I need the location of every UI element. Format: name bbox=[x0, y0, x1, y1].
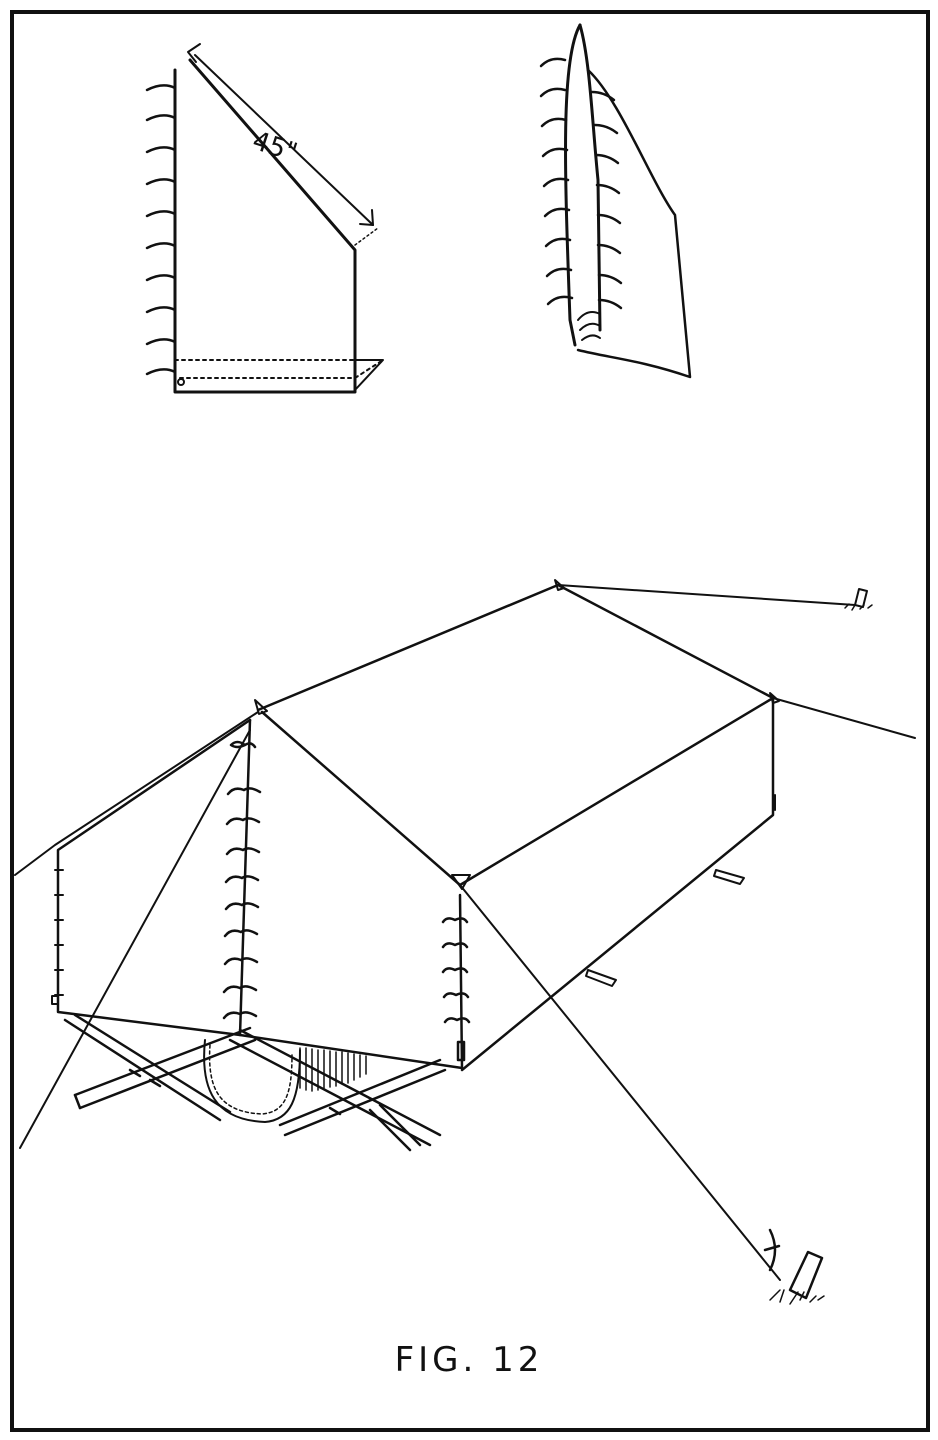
left-corner-ties bbox=[51, 869, 64, 1005]
right-corner-lacing bbox=[441, 917, 471, 1062]
ridge-line bbox=[256, 583, 560, 712]
guy-line-left bbox=[14, 711, 259, 876]
rolled-panel-ties bbox=[539, 57, 623, 310]
panel-ties bbox=[145, 84, 177, 376]
peak-cap-front bbox=[451, 874, 471, 890]
interior-shading bbox=[299, 1047, 367, 1092]
guy-line-front-left bbox=[19, 729, 251, 1149]
figure-caption: FIG. 12 bbox=[394, 1340, 544, 1380]
side-stake-2 bbox=[585, 969, 617, 987]
rolled-panel-drawing bbox=[539, 23, 692, 379]
guy-line-back bbox=[557, 584, 856, 606]
side-stake-1 bbox=[713, 869, 745, 885]
tent-drawing bbox=[14, 579, 916, 1305]
ground-stake bbox=[763, 1228, 825, 1305]
panel-pattern-drawing bbox=[145, 43, 384, 394]
dimension-arrow bbox=[187, 43, 379, 246]
front-poles bbox=[63, 1013, 447, 1152]
back-stake bbox=[844, 588, 873, 611]
front-lacing bbox=[222, 740, 262, 1020]
panel-outline bbox=[173, 58, 357, 394]
peak-cap-left bbox=[254, 699, 268, 715]
peak-cap-back bbox=[554, 579, 565, 591]
door-flap bbox=[203, 1039, 301, 1123]
guy-line-front-right bbox=[459, 884, 781, 1281]
peak-cap-right bbox=[769, 692, 780, 704]
guy-line-right bbox=[772, 697, 916, 739]
figure-border bbox=[10, 10, 930, 1432]
